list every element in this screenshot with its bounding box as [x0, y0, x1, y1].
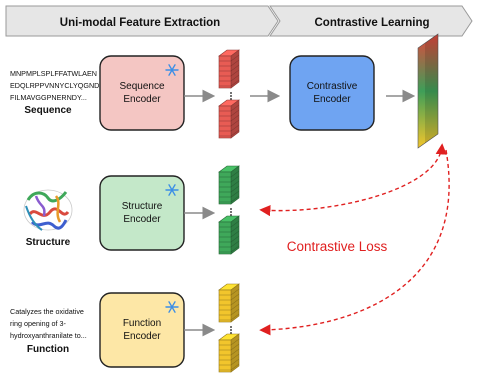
function-encoder-label-line1: Function: [123, 318, 161, 329]
sequence-feature-block-top: [218, 49, 240, 89]
structure-input: Structure: [23, 189, 73, 248]
function-feature-block-top: [218, 283, 240, 323]
structure-feature-ellipsis: [230, 208, 232, 216]
function-text-line2: ring opening of 3-: [10, 319, 67, 328]
sequence-text-line3: FILMAVGGPNERNDY...: [10, 93, 87, 102]
contrastive-encoder: Contrastive Encoder: [289, 55, 375, 131]
stage-label-contrastive-learning: Contrastive Learning: [314, 17, 429, 29]
structure-feature-stack: [218, 165, 240, 255]
snowflake-icon: [165, 301, 179, 313]
function-text-line1: Catalyzes the oxidative: [10, 307, 84, 316]
sequence-input: MNPMPLSPLFFATWLAEN EDQLRPPVNNYCLYQGND FI…: [10, 69, 99, 116]
structure-encoder-label-line2: Encoder: [123, 214, 161, 225]
loss-arrow-structure: [259, 143, 447, 217]
contrastive-loss-label: Contrastive Loss: [287, 239, 388, 254]
sequence-feature-stack: [218, 49, 240, 139]
snowflake-icon: [165, 184, 179, 196]
structure-label: Structure: [26, 237, 71, 248]
sequence-label: Sequence: [24, 105, 72, 116]
sequence-encoder-label-line1: Sequence: [119, 81, 164, 92]
snowflake-icon: [165, 64, 179, 76]
stage-label-feature-extraction: Uni-modal Feature Extraction: [60, 17, 220, 29]
function-input: Catalyzes the oxidative ring opening of …: [10, 307, 87, 355]
sequence-text-line2: EDQLRPPVNNYCLYQGND: [10, 81, 99, 90]
structure-encoder: Structure Encoder: [99, 175, 185, 251]
contrastive-encoder-label-line2: Encoder: [313, 94, 351, 105]
sequence-feature-block-bottom: [218, 99, 240, 139]
function-label: Function: [27, 344, 69, 355]
sequence-text-line1: MNPMPLSPLFFATWLAEN: [10, 69, 97, 78]
function-encoder: Function Encoder: [99, 292, 185, 368]
protein-structure-icon: [23, 189, 73, 231]
function-feature-block-bottom: [218, 333, 240, 373]
function-encoder-label-line2: Encoder: [123, 331, 161, 342]
function-text-line3: hydroxyanthranilate to...: [10, 331, 87, 340]
function-feature-stack: [218, 283, 240, 373]
sequence-feature-ellipsis: [230, 92, 232, 100]
structure-feature-block-top: [218, 165, 240, 205]
output-embedding: [417, 33, 439, 149]
sequence-encoder: Sequence Encoder: [99, 55, 185, 131]
structure-encoder-label-line1: Structure: [122, 201, 163, 212]
structure-feature-block-bottom: [218, 215, 240, 255]
loss-arrow-function: [259, 149, 450, 336]
stage-banner-contrastive-learning: Contrastive Learning: [269, 5, 473, 37]
stage-banner-feature-extraction: Uni-modal Feature Extraction: [5, 5, 279, 37]
sequence-encoder-label-line2: Encoder: [123, 94, 161, 105]
contrastive-encoder-label-line1: Contrastive: [307, 81, 358, 92]
function-feature-ellipsis: [230, 326, 232, 334]
